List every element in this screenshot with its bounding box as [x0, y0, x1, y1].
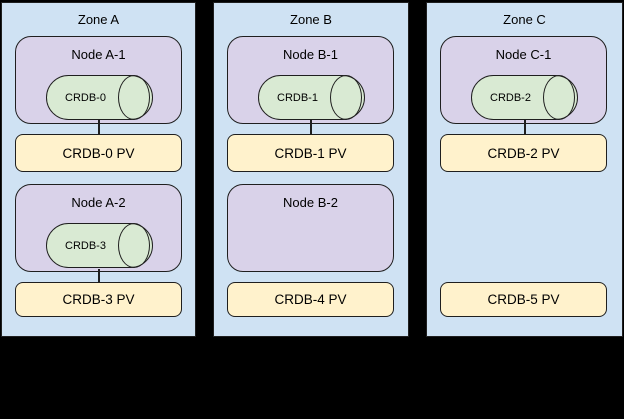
- connector-line: [310, 120, 312, 136]
- connector-line: [97, 120, 100, 136]
- pv-box: CRDB-2 PV: [440, 134, 607, 172]
- zone-label: Zone B: [290, 12, 332, 27]
- pv-label: CRDB-5 PV: [487, 292, 560, 307]
- pv-label: CRDB-4 PV: [274, 292, 347, 307]
- node-box-empty: Node B-2: [227, 184, 394, 272]
- cylinder-label: CRDB-0: [65, 91, 106, 104]
- pv-box: CRDB-4 PV: [227, 282, 394, 317]
- connector-line: [97, 269, 100, 284]
- node-label: Node B-1: [283, 47, 338, 62]
- cylinder-label: CRDB-1: [277, 91, 318, 104]
- node-box: Node A-1 CRDB-0: [15, 36, 182, 124]
- pv-label: CRDB-0 PV: [62, 145, 135, 161]
- pv-box: CRDB-0 PV: [15, 134, 182, 172]
- pv-box: CRDB-3 PV: [15, 282, 182, 317]
- connector-line: [523, 120, 526, 136]
- cylinder-cap-icon: [118, 74, 150, 120]
- zone-box-b: Zone B Node B-1 CRDB-1 CRDB-1 PV Node B-…: [213, 2, 409, 337]
- pv-box: CRDB-1 PV: [227, 134, 394, 172]
- cylinder-label: CRDB-3: [65, 239, 106, 252]
- pv-box: CRDB-5 PV: [440, 282, 607, 317]
- node-box: Node B-1 CRDB-1: [227, 36, 394, 124]
- zone-label: Zone C: [503, 12, 546, 27]
- zone-box-c: Zone C Node C-1 CRDB-2 CRDB-2 PV CRDB-5 …: [426, 2, 623, 337]
- cylinder-cap-icon: [330, 74, 362, 120]
- node-box: Node C-1 CRDB-2: [440, 36, 607, 124]
- cylinder-label: CRDB-2: [490, 91, 531, 104]
- node-label: Node B-2: [283, 195, 338, 210]
- zone-label: Zone A: [77, 12, 120, 27]
- pv-label: CRDB-1 PV: [274, 145, 347, 161]
- node-label: Node A-2: [71, 195, 126, 210]
- cylinder-cap-icon: [118, 222, 150, 268]
- node-label: Node A-1: [71, 47, 126, 62]
- crdb-cylinder: CRDB-2: [471, 74, 578, 120]
- node-label: Node C-1: [495, 47, 552, 62]
- node-box: Node A-2 CRDB-3: [15, 184, 182, 272]
- crdb-cylinder: CRDB-3: [46, 222, 153, 268]
- cylinder-cap-icon: [543, 74, 575, 120]
- crdb-cylinder: CRDB-0: [46, 74, 153, 120]
- zone-box-a: Zone A Node A-1 CRDB-0 CRDB-0 PV Node A-…: [1, 2, 196, 337]
- pv-label: CRDB-3 PV: [62, 292, 135, 307]
- pv-label: CRDB-2 PV: [487, 145, 560, 161]
- crdb-cylinder: CRDB-1: [258, 74, 365, 120]
